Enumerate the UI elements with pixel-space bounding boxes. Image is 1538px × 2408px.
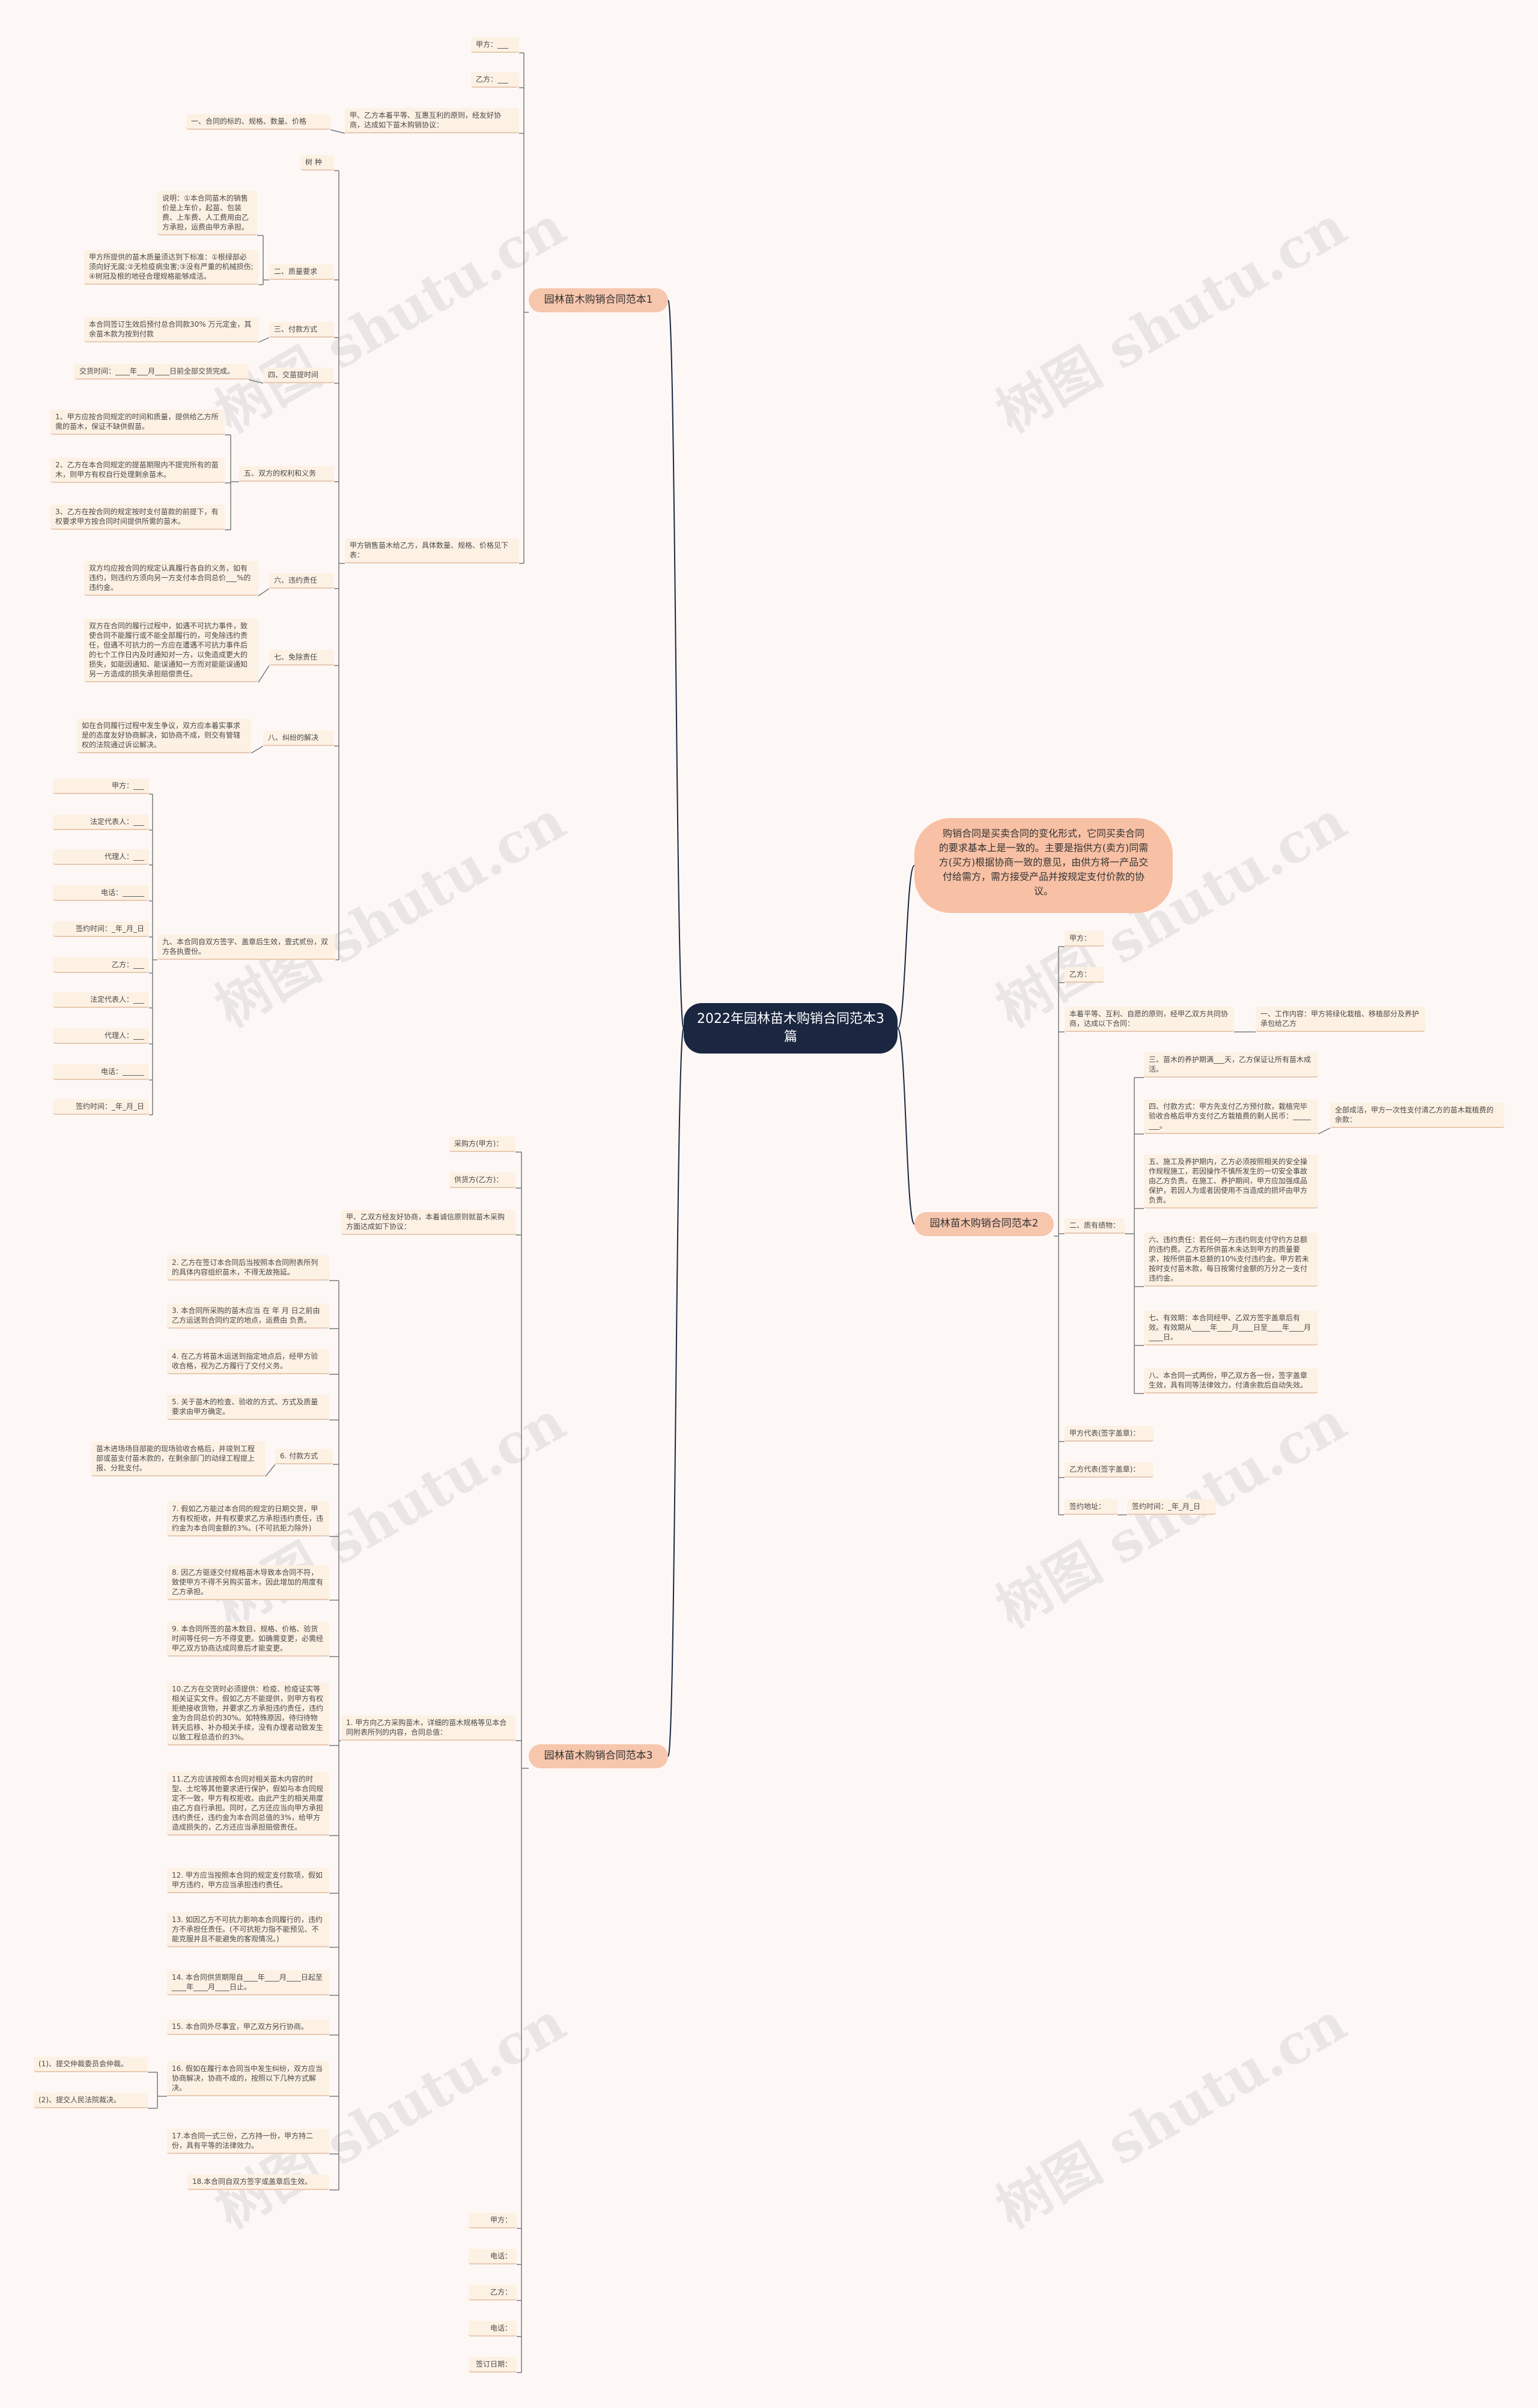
signature-field[interactable]: 签订日期： xyxy=(469,2357,517,2373)
clause-item[interactable]: 6. 付款方式 xyxy=(275,1449,333,1464)
clause-4[interactable]: 四、付款方式：甲方先支付乙方预付款，栽植完毕验收合格后甲方支付乙方栽植费的剩人民… xyxy=(1144,1099,1318,1134)
buyer-field[interactable]: 采购方(甲方)： xyxy=(449,1136,515,1152)
section-delivery-time[interactable]: 四、交苗提时间 xyxy=(263,368,334,383)
liability-note[interactable]: 双方均应按合同的规定认真履行各自的义务，如有违约，则违约方须向另一方支付本合同总… xyxy=(84,561,258,596)
clause-5[interactable]: 五、施工及养护期内，乙方必须按照相关的安全操作规程施工，若因操作不慎所发生的一切… xyxy=(1144,1154,1318,1209)
clause-7[interactable]: 七、有效期：本合同经甲、乙双方签字盖章后有效。有效期从_____年____月__… xyxy=(1144,1311,1318,1345)
quality-note[interactable]: 说明：①本合同苗木的销售价是上车价，起苗、包装费、上车费、人工费用由乙方承担，运… xyxy=(157,191,257,235)
signature-b[interactable]: 乙方代表(签字盖章)： xyxy=(1065,1462,1154,1478)
item-target[interactable]: 一、合同的标的、规格、数量、价格 xyxy=(186,114,330,130)
signature-field[interactable]: 签约时间：_年_月_日 xyxy=(53,921,149,937)
clause-item[interactable]: 12. 甲方应当按照本合同的规定支付款项，假如甲方违约，甲方应当承担违约责任。 xyxy=(167,1868,329,1893)
dispute-note[interactable]: 如在合同履行过程中发生争议，双方应本着实事求是的态度友好协商解决，如协商不成，则… xyxy=(77,718,251,753)
clause-item[interactable]: 14. 本合同供货期限自____年____月____日起至____年____月_… xyxy=(167,1970,329,1995)
payment-note[interactable]: 苗木进场场目部能的现场验收合格后，并竣到工程部或苗支付苗木款的，在剩余部门的动绿… xyxy=(91,1442,266,1476)
clause-item[interactable]: 10.乙方在交货时必须提供：检疫、检疫证实等相关证实文件。假如乙方不能提供，则甲… xyxy=(167,1682,329,1745)
clause-item[interactable]: 9. 本合同所签的苗木数目、规格、价格、验货时间等任何一方不得变更。如确需变更，… xyxy=(167,1622,329,1657)
preamble[interactable]: 甲、乙双方经友好协商，本着诚信原则就苗木采购方面达成如下协议： xyxy=(341,1210,515,1235)
delivery-time-note[interactable]: 交货时间：____年___月____日前全部交货完成。 xyxy=(74,364,249,380)
connector-line xyxy=(1318,1127,1331,1135)
preamble[interactable]: 本着平等、互利、自愿的原则，经甲乙双方共同协商，达成以下合同： xyxy=(1065,1007,1234,1032)
clause-item[interactable]: 11.乙方应该按照本合同对相关苗木内容的时型、土坨等其他要求进行保护，假如与本合… xyxy=(167,1772,329,1836)
rights-item-1[interactable]: 1、甲方应按合同规定的时间和质量，提供给乙方所需的苗木，保证不缺供假苗。 xyxy=(50,410,225,435)
clause-item[interactable]: 2. 乙方在签订本合同后当按照本合同附表所列的具体内容组织苗木，不得无故拖延。 xyxy=(167,1255,329,1281)
clause-item[interactable]: 8. 因乙方驱逐交付规格苗木导致本合同不符，致使甲方不得不另购买苗木，因此增加的… xyxy=(167,1565,329,1600)
branch-contract-1[interactable]: 园林苗木购销合同范本1 xyxy=(529,288,668,312)
connector-line xyxy=(667,1028,684,1757)
signature-field[interactable]: 法定代表人：___ xyxy=(53,992,149,1008)
signing-address[interactable]: 签约地址： xyxy=(1065,1499,1117,1515)
clause-3[interactable]: 三、苗木的养护期满___天，乙方保证让所有苗木成活。 xyxy=(1144,1052,1318,1078)
dispute-option-1[interactable]: (1)、提交仲裁委员会仲裁。 xyxy=(34,2057,148,2072)
signature-field[interactable]: 签约时间：_年_月_日 xyxy=(53,1099,149,1115)
connector-line xyxy=(667,300,684,1029)
signature-a[interactable]: 甲方代表(签字盖章)： xyxy=(1065,1426,1154,1442)
dispute-option-2[interactable]: (2)、提交人民法院裁决。 xyxy=(34,2093,148,2108)
signature-field[interactable]: 法定代表人：___ xyxy=(53,814,149,830)
branch-contract-3[interactable]: 园林苗木购销合同范本3 xyxy=(529,1744,668,1768)
clause-item[interactable]: 3. 本合同所采购的苗木应当 在 年 月 日之前由乙方运送到合同约定的地点，运费… xyxy=(167,1303,329,1329)
signature-field[interactable]: 电话： xyxy=(469,2321,517,2337)
clause-1[interactable]: 1. 甲方向乙方采购苗木，详细的苗木规格等见本合同附表所列的内容，合同总值： xyxy=(341,1715,515,1741)
signature-field[interactable]: 电话：______ xyxy=(53,1064,149,1080)
branch-contract-2[interactable]: 园林苗木购销合同范本2 xyxy=(914,1212,1054,1236)
sales-clause[interactable]: 甲方销售苗木给乙方，具体数量、规格、价格见下表： xyxy=(345,538,519,563)
section-payment[interactable]: 三、付款方式 xyxy=(269,322,334,338)
signature-field[interactable]: 电话：______ xyxy=(53,885,149,901)
clause-8[interactable]: 八、本合同一式两份，甲乙双方各一份，签字盖章生效，具有同等法律效力，付清余款后自… xyxy=(1144,1368,1318,1394)
section-items[interactable]: 二、质有绩物： xyxy=(1065,1218,1125,1234)
section-effective[interactable]: 九、本合同自双方签字、盖章后生效，壹式贰份，双方各执壹份。 xyxy=(157,935,335,960)
signing-time[interactable]: 签约时间：_年_月_日 xyxy=(1127,1499,1216,1515)
work-content[interactable]: 一、工作内容：甲方将绿化栽植、移植部分及养护承包给乙方 xyxy=(1256,1007,1425,1032)
quality-standard[interactable]: 甲方所提供的苗木质量须达到下标准：①根绿部必须向好无腐;②无检疫病虫害;③没有严… xyxy=(84,250,258,285)
connector-line xyxy=(251,745,264,754)
rights-item-3[interactable]: 3、乙方在按合同的规定按时支付苗款的前提下，有权要求甲方按合同时间提供所需的苗木… xyxy=(50,505,225,530)
party-b-field[interactable]: 乙方：___ xyxy=(471,72,519,88)
seller-field[interactable]: 供货方(乙方)： xyxy=(449,1172,515,1188)
rights-item-2[interactable]: 2、乙方在本合同规定的提苗期限内不提完所有的苗木，则甲方有权自行处理剩余苗木。 xyxy=(50,458,225,483)
clause-6[interactable]: 六、违约责任：若任何一方违约则支付守约方总额的违约费。乙方若所供苗木未达到甲方的… xyxy=(1144,1233,1318,1287)
connector-line xyxy=(265,1464,276,1477)
connector-line xyxy=(330,129,345,134)
party-b-field[interactable]: 乙方： xyxy=(1065,967,1104,983)
signature-field[interactable]: 乙方： xyxy=(469,2285,517,2300)
signature-field[interactable]: 乙方：___ xyxy=(53,957,149,973)
clause-item[interactable]: 15. 本合同外尽事宜，甲乙双方另行协商。 xyxy=(167,2019,329,2035)
clause-item[interactable]: 17.本合同一式三份，乙方持一份，甲方持二份，具有平等的法律效力。 xyxy=(167,2129,329,2154)
connector-line xyxy=(897,1028,915,1225)
clause-item[interactable]: 18.本合同自双方签字或盖章后生效。 xyxy=(187,2174,329,2190)
clause-item[interactable]: 7. 假如乙方能过本合同的规定的日期交货，甲方有权拒收，并有权要求乙方承担违约责… xyxy=(167,1502,329,1536)
section-quality[interactable]: 二、质量要求 xyxy=(269,264,334,280)
party-a-field[interactable]: 甲方：___ xyxy=(471,37,519,53)
section-dispute[interactable]: 八、纠纷的解决 xyxy=(263,730,334,746)
connector-line xyxy=(258,588,270,596)
species-label[interactable]: 树 种 xyxy=(300,155,334,171)
preamble[interactable]: 甲、乙方本着平等、互惠互利的原则，经友好协商，达成如下苗木购销协议： xyxy=(345,108,519,133)
clause-item[interactable]: 4. 在乙方将苗木运送到指定地点后，经甲方验收合格，视为乙方履行了交付义务。 xyxy=(167,1349,329,1374)
signature-field[interactable]: 代理人：___ xyxy=(53,1028,149,1044)
clause-4-balance[interactable]: 全部成活，甲方一次性支付清乙方的苗木栽植费的余款： xyxy=(1330,1103,1504,1128)
clause-item[interactable]: 5. 关于苗木的检查、验收的方式、方式及质量要求由甲方确定。 xyxy=(167,1395,329,1420)
root-topic[interactable]: 2022年园林苗木购销合同范本3篇 xyxy=(684,1003,898,1054)
signature-field[interactable]: 甲方： xyxy=(469,2213,517,2228)
exemption-note[interactable]: 双方在合同的履行过程中，如遇不可抗力事件，致使合同不能履行或不能全部履行的，可免… xyxy=(84,619,258,682)
signature-field[interactable]: 甲方：___ xyxy=(53,778,149,794)
section-exemption[interactable]: 七、免除责任 xyxy=(269,650,334,666)
payment-note[interactable]: 本合同签订生效后预付总合同款30% 万元定金，其余苗木款为按到付款 xyxy=(84,317,258,342)
connector-line xyxy=(897,865,915,1029)
party-a-field[interactable]: 甲方： xyxy=(1065,931,1104,947)
clause-item[interactable]: 13. 如因乙方不可抗力影响本合同履行的，违约方不承担任责任。(不可抗拒力指不能… xyxy=(167,1912,329,1947)
section-rights[interactable]: 五、双方的权利和义务 xyxy=(239,466,334,482)
connector-line xyxy=(248,379,264,384)
clause-item[interactable]: 16. 假如在履行本合同当中发生纠纷，双方应当协商解决，协商不成的，按照以下几种… xyxy=(167,2061,329,2096)
connector-line xyxy=(258,337,270,343)
connector-line xyxy=(258,665,270,683)
signature-field[interactable]: 电话： xyxy=(469,2249,517,2264)
section-liability[interactable]: 六、违约责任 xyxy=(269,573,334,589)
intro-node[interactable]: 购销合同是买卖合同的变化形式，它同买卖合同的要求基本上是一致的。主要是指供方(卖… xyxy=(914,818,1173,913)
signature-field[interactable]: 代理人：___ xyxy=(53,849,149,865)
